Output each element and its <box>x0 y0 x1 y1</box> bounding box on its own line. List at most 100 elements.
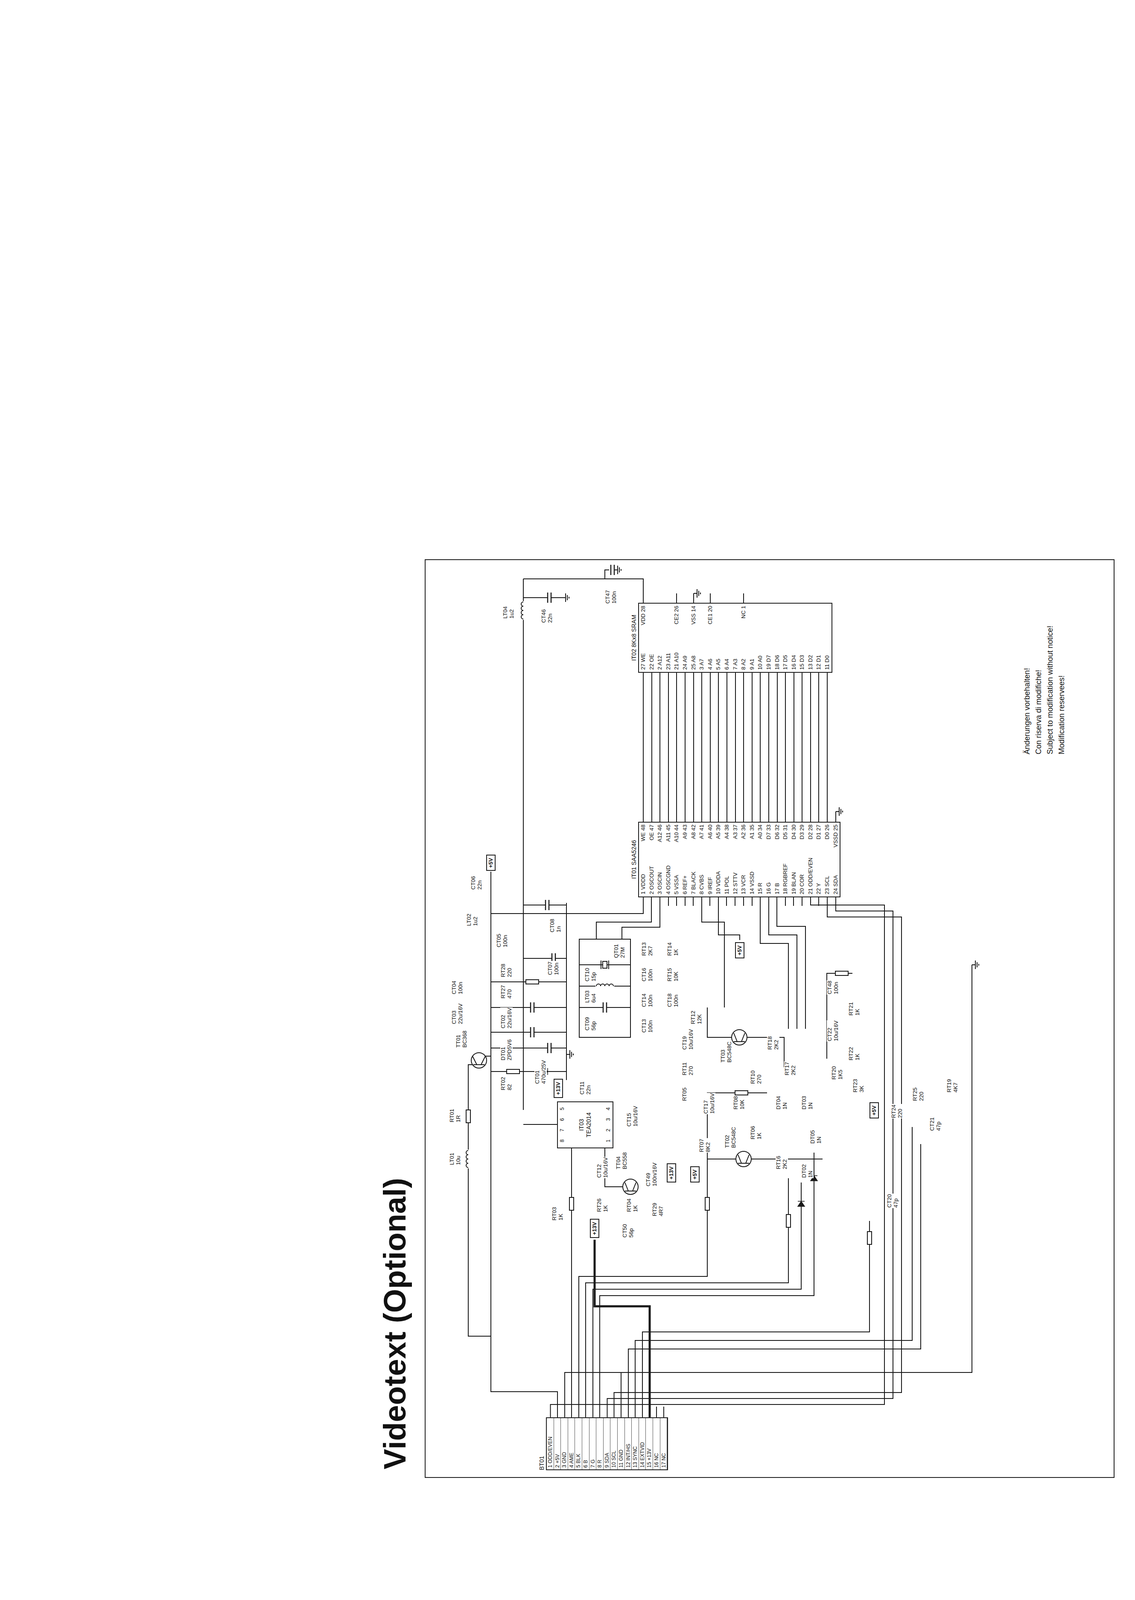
pin-label: A0 34 <box>755 824 765 848</box>
connector-layer <box>425 558 1116 1477</box>
ground-symbol <box>566 1050 574 1059</box>
part-label: DT03 1N <box>801 1095 814 1110</box>
signal-wire <box>801 672 803 822</box>
ground-symbol <box>614 565 622 575</box>
pin-slot <box>806 605 815 626</box>
pin-label: 8 R <box>596 1418 604 1470</box>
capacitor-symbol <box>547 592 552 603</box>
pin-label: 9 A1 <box>747 652 757 671</box>
part-label: CT04 100n <box>451 980 464 995</box>
pin-column: VDD 28CE2 26VSS 14CE1 20NC 1 <box>638 605 832 626</box>
ic-name: IT01 SAA5246 <box>629 821 639 898</box>
ic-package: IT02 8Kx8 SRAM27 WE22 OE2 A1223 A1121 A1… <box>629 602 833 673</box>
transistor-symbol <box>733 1032 745 1042</box>
signal-wire <box>826 672 828 822</box>
pin-label: A1 35 <box>747 824 757 848</box>
pin-label: 16 G <box>764 857 774 895</box>
pin-label: D7 33 <box>764 824 774 848</box>
pin-label: 15 D3 <box>797 652 807 671</box>
connector-block: BT011 ODD/EVEN2 +5V3 GND4 AME5 BLK6 B7 G… <box>537 1417 669 1471</box>
pin-label: A5 39 <box>714 824 723 848</box>
pin-label: 3 A7 <box>697 652 707 671</box>
part-label: TT03 BC548C <box>720 1041 733 1063</box>
pin-slot <box>814 605 823 626</box>
part-label: CT19 10u/16V <box>681 1028 695 1051</box>
pin-label: NC 1 <box>739 605 748 626</box>
signal-wire <box>614 897 902 1418</box>
pin-label: 10 VDDA <box>714 857 723 895</box>
part-label: RT05 <box>681 1086 689 1102</box>
part-label: CT50 56p <box>621 1223 635 1238</box>
ground-symbol <box>971 960 979 969</box>
pin-label: 7 BLACK <box>689 857 698 895</box>
signal-wire <box>759 672 761 822</box>
part-label: RT12 12K <box>690 1009 703 1025</box>
part-label: CT49 100n/16V <box>645 1161 658 1187</box>
wire <box>676 593 677 603</box>
pin-label: 6 REF+ <box>680 857 690 895</box>
wire <box>564 964 972 1418</box>
part-label: TT02 BC548C <box>724 1126 737 1149</box>
schematic-wiring <box>425 558 1116 1477</box>
ic-package: 8765IT03 TEA20141234 <box>557 1101 614 1149</box>
pin-slot <box>697 605 707 626</box>
supply-flag: +13V <box>666 1163 677 1183</box>
signal-wire <box>776 672 778 822</box>
pin-slot <box>680 605 690 626</box>
pin-label: 1 VDDD <box>638 857 648 895</box>
wire <box>835 811 837 822</box>
ground-symbol <box>835 807 843 816</box>
pin-label: 15 +13V <box>645 1418 654 1470</box>
pin-label: A10 44 <box>672 824 681 848</box>
part-label: RT23 3K <box>852 1078 865 1093</box>
resistor-symbol <box>835 971 849 976</box>
part-label: CT15 10u/16V <box>626 1105 639 1127</box>
part-label: RT20 1K5 <box>831 1065 844 1080</box>
signal-wire <box>793 672 795 822</box>
capacitor-symbol <box>547 1042 552 1054</box>
pin-label: 13 SYNC <box>631 1418 639 1470</box>
part-label: RT15 10K <box>666 967 680 982</box>
pin-column: 1 VDDD2 OSCOUT3 OSCIN4 OSCGND5 VSSA6 REF… <box>638 857 840 895</box>
resistor-symbol <box>569 1197 574 1211</box>
pin-label: 19 BLAN <box>789 857 799 895</box>
pin-label: 12 INT/HS <box>624 1418 633 1470</box>
ic-name: IT03 TEA2014 <box>577 1112 593 1138</box>
part-label: CT10 15p <box>584 967 597 982</box>
ic-package: IT01 SAA52461 VDDD2 OSCOUT3 OSCIN4 OSCGN… <box>629 821 841 898</box>
supply-wire <box>594 1239 650 1418</box>
part-label: RT03 1K <box>551 1206 564 1221</box>
part-label: CT14 100n <box>641 992 654 1008</box>
pin-label: 16 D4 <box>789 652 799 671</box>
part-label: RT26 1K <box>596 1197 609 1213</box>
pin-label: 11 POL <box>722 857 732 895</box>
signal-wire <box>726 672 728 822</box>
part-label: RT27 470 <box>500 984 513 999</box>
part-label: CT08 1n <box>549 918 562 933</box>
part-label: RT10 270 <box>749 1069 763 1085</box>
pin-row: 1234 <box>605 1103 612 1147</box>
resistor-symbol <box>867 1231 872 1245</box>
signal-wire <box>659 672 661 822</box>
part-label: RT24 220 <box>890 1103 904 1119</box>
pin-label: 18 RGBREF <box>781 857 790 895</box>
signal-wire <box>768 672 770 822</box>
part-label: CT07 100n <box>547 960 560 976</box>
resistor-symbol <box>786 1214 791 1228</box>
note-text: Modification reservees! <box>1056 675 1068 755</box>
pin-label: 14 EXTVID <box>638 1418 647 1470</box>
pin-label: 10 SCL <box>610 1418 618 1470</box>
signal-wire <box>693 672 695 822</box>
resistor-symbol <box>735 1090 748 1095</box>
part-label: DT01 ZPD5V6 <box>500 1038 513 1061</box>
part-label: RT16 2K2 <box>775 1155 788 1170</box>
pin-label: 9 SDA <box>603 1418 611 1470</box>
pin-slot <box>714 605 723 626</box>
signal-wire <box>684 672 686 822</box>
ic-body: 1 VDDD2 OSCOUT3 OSCIN4 OSCGND5 VSSA6 REF… <box>638 821 841 898</box>
capacitor-symbol <box>530 1027 534 1038</box>
signal-wire <box>701 672 703 822</box>
pin-label: 18 D6 <box>773 652 782 671</box>
pin-label: 12 STTV <box>731 857 740 895</box>
supply-flag: +13V <box>589 1218 600 1238</box>
